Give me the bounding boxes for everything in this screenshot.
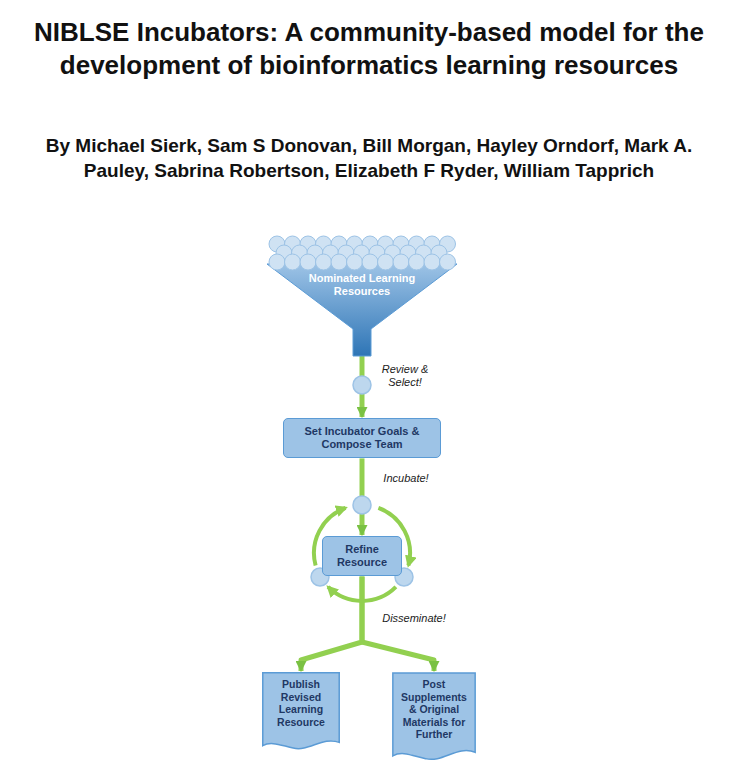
process-box: Set Incubator Goals & Compose Team xyxy=(283,418,441,458)
node-text: Publish Revised Learning Resource xyxy=(266,678,336,728)
bubble xyxy=(285,254,301,270)
bubbles xyxy=(269,236,456,270)
cycle-dot xyxy=(353,496,371,514)
bubble xyxy=(331,254,347,270)
edge-label: Disseminate! xyxy=(374,612,454,625)
bubble xyxy=(269,254,285,270)
bubble xyxy=(424,254,440,270)
document-shape: Post Supplements & Original Materials fo… xyxy=(392,672,476,763)
node-text: Nominated Learning Resources xyxy=(305,272,419,298)
bubble xyxy=(440,254,456,270)
edge-label: Incubate! xyxy=(376,472,436,485)
bubble xyxy=(300,254,316,270)
bubble xyxy=(393,254,409,270)
document-shape: Publish Revised Learning Resource xyxy=(262,672,340,752)
bubble xyxy=(316,254,332,270)
bubble xyxy=(409,254,425,270)
node-text: Set Incubator Goals & Compose Team xyxy=(292,425,432,451)
funnel-cone xyxy=(267,264,457,356)
funnel-shape: Nominated Learning Resources xyxy=(267,234,457,356)
author-list: By Michael Sierk, Sam S Donovan, Bill Mo… xyxy=(19,134,719,183)
bubble xyxy=(347,254,363,270)
process-box: Refine Resource xyxy=(322,536,402,576)
flow-dot xyxy=(353,376,371,394)
node-text: Post Supplements & Original Materials fo… xyxy=(396,678,472,741)
node-text: Refine Resource xyxy=(331,543,393,569)
edge-label: Review & Select! xyxy=(378,363,432,389)
cycle-arc xyxy=(328,587,396,601)
title: NIBLSE Incubators: A community-based mod… xyxy=(9,16,729,82)
cycle-arrows xyxy=(314,508,410,601)
bubble xyxy=(378,254,394,270)
bubble xyxy=(362,254,378,270)
